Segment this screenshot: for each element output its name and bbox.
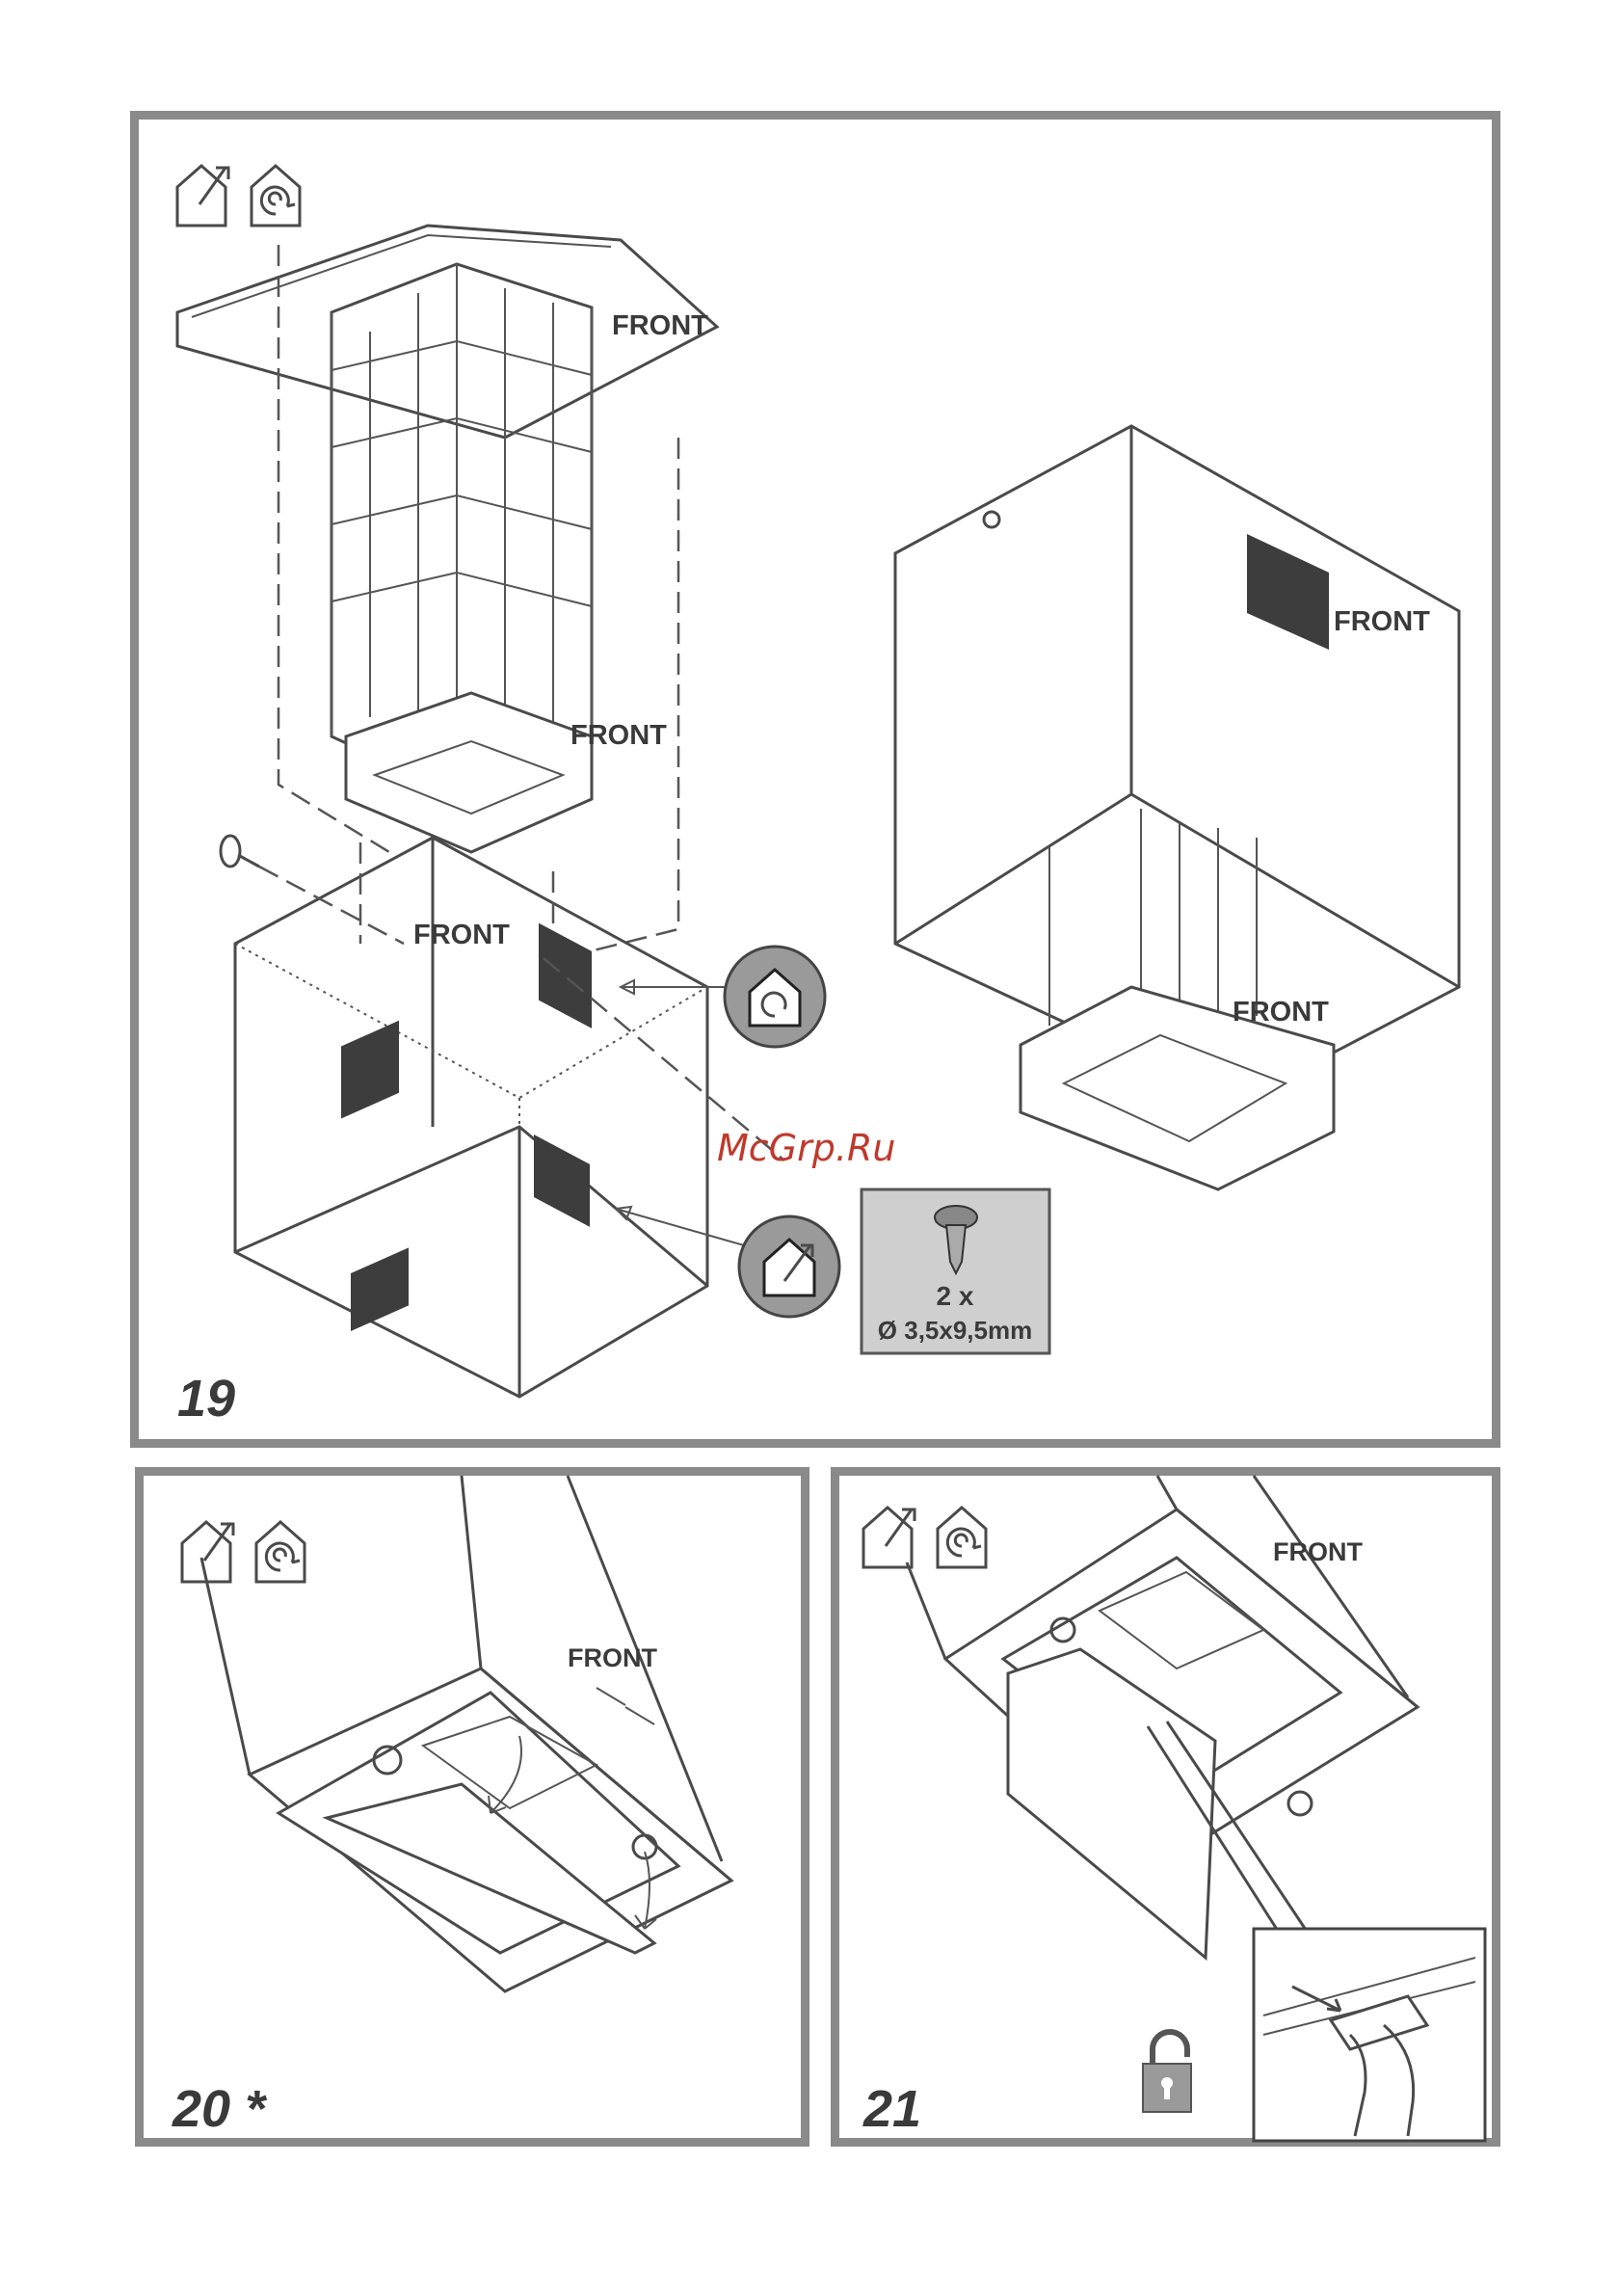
step-19-illustration: 2 x Ø 3,5x9,5mm FRONT FRONT FRONT FRONT … — [139, 120, 1509, 1456]
recirculation-mode-badge — [725, 947, 825, 1047]
front-label: FRONT — [1233, 997, 1329, 1028]
watermark: McGrp.Ru — [717, 1127, 895, 1169]
step-20-panel: FRONT 20 * — [135, 1467, 809, 2147]
house-extraction-icon — [177, 166, 228, 226]
house-extraction-icon — [182, 1522, 233, 1582]
assembled-chimney — [895, 426, 1459, 1189]
unlock-icon — [1143, 2032, 1191, 2112]
step-19-panel: 2 x Ø 3,5x9,5mm FRONT FRONT FRONT FRONT … — [130, 111, 1500, 1448]
screw-spec-box: 2 x Ø 3,5x9,5mm — [862, 1189, 1049, 1353]
callout-arrow-recirculation — [621, 980, 736, 994]
front-label: FRONT — [413, 920, 510, 950]
front-label: FRONT — [570, 720, 667, 751]
house-recirculation-icon — [252, 166, 300, 226]
detail-inset-hand — [1254, 1929, 1485, 2141]
screw-icon — [221, 836, 404, 944]
step-21-panel: FRONT 21 — [831, 1467, 1500, 2147]
step-number: 21 — [862, 2080, 921, 2138]
front-label: FRONT — [1334, 606, 1430, 637]
step-21-illustration: FRONT 21 — [839, 1476, 1509, 2155]
step-number: 20 * — [172, 2080, 268, 2138]
screw-quantity: 2 x — [937, 1281, 974, 1311]
step-20-illustration: FRONT 20 * — [144, 1476, 818, 2155]
house-extraction-icon — [863, 1508, 915, 1567]
front-label: FRONT — [612, 310, 708, 341]
extraction-mode-badge — [739, 1216, 839, 1317]
front-label: FRONT — [568, 1643, 657, 1672]
step-number: 19 — [177, 1370, 235, 1428]
screw-size: Ø 3,5x9,5mm — [878, 1316, 1032, 1345]
house-recirculation-icon — [256, 1522, 305, 1582]
front-label: FRONT — [1273, 1537, 1363, 1566]
hood-bottom-view — [201, 1476, 731, 1991]
house-recirculation-icon — [938, 1508, 986, 1567]
